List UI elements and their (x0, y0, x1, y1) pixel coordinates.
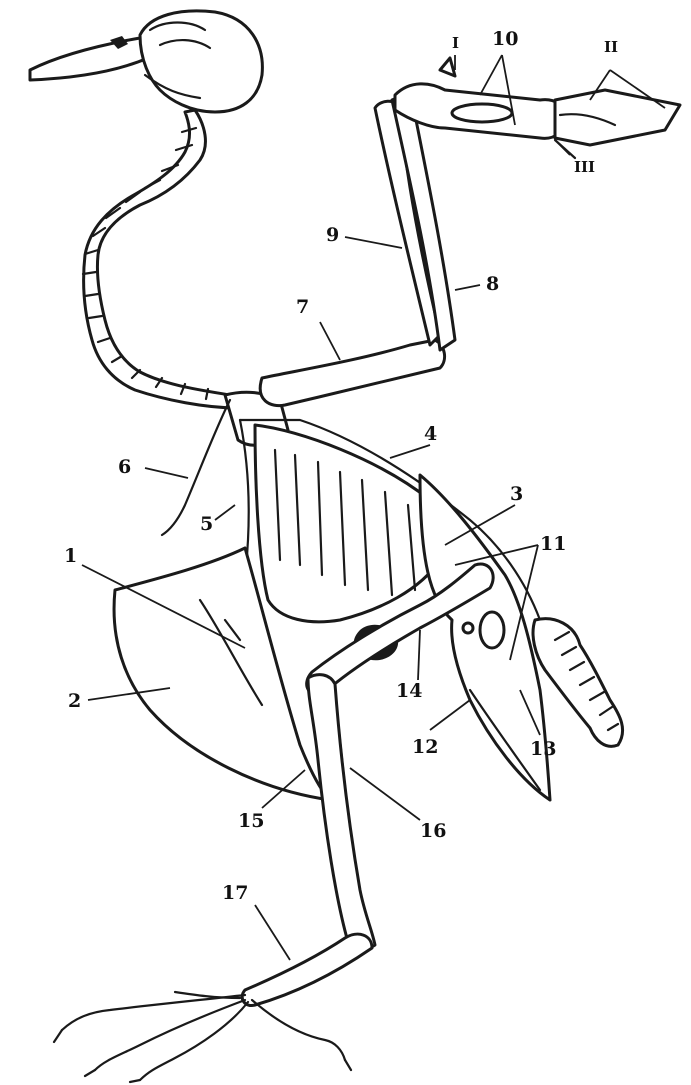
foot (54, 992, 351, 1082)
wing-hand (395, 58, 680, 158)
label-10: 10 (492, 30, 518, 49)
skull (30, 11, 262, 112)
label-6: 6 (118, 458, 131, 477)
label-12: 12 (412, 738, 438, 757)
label-roman-I: I (452, 36, 459, 51)
label-7: 7 (296, 298, 309, 317)
label-16: 16 (420, 822, 446, 841)
cervical-vertebrae (83, 110, 238, 408)
label-11: 11 (540, 535, 566, 554)
tarsometatarsus (242, 934, 372, 1005)
label-4: 4 (424, 425, 437, 444)
label-13: 13 (530, 740, 556, 759)
humerus (260, 340, 444, 406)
label-1: 1 (64, 547, 77, 566)
label-15: 15 (238, 812, 264, 831)
forearm (375, 98, 455, 350)
label-14: 14 (396, 682, 422, 701)
label-roman-II: II (604, 40, 618, 55)
tibiotarsus (308, 675, 375, 950)
label-5: 5 (200, 515, 213, 534)
label-3: 3 (510, 485, 523, 504)
label-roman-III: III (574, 160, 595, 175)
pelvis-and-tail (420, 475, 623, 800)
label-2: 2 (68, 692, 81, 711)
label-8: 8 (486, 275, 499, 294)
label-17: 17 (222, 884, 248, 903)
label-9: 9 (326, 226, 339, 245)
